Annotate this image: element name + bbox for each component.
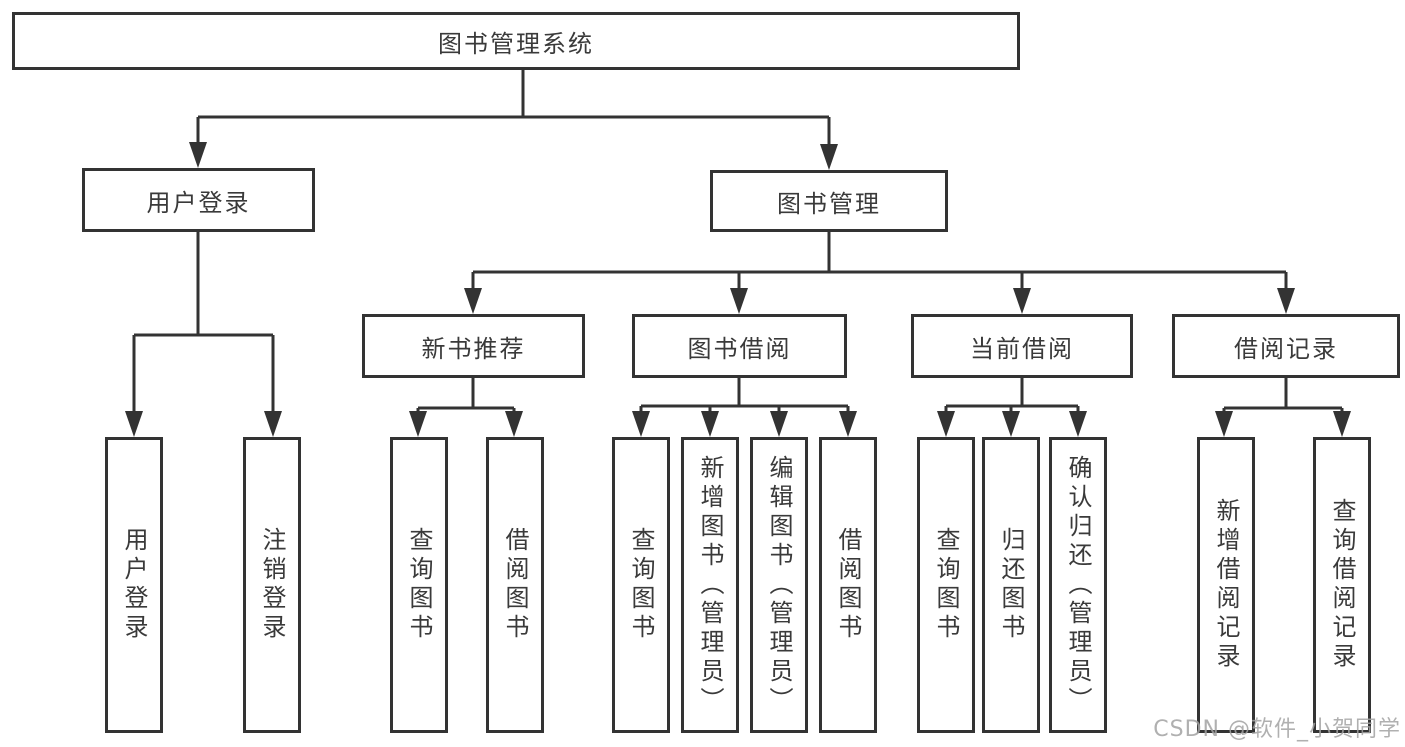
node-new-book-recommendation-label: 新书推荐 [421,334,526,363]
arrowhead-icon [409,411,427,437]
leaf-add-borrow-record-label: 新增借阅记录 [1212,498,1240,672]
arrowhead-icon [730,288,748,314]
connector-records-to-leaves [1222,378,1344,415]
node-current-borrowing: 当前借阅 [911,314,1133,378]
node-root-label: 图书管理系统 [438,29,594,58]
node-book-management: 图书管理 [710,170,948,232]
leaf-query-books-recommend-label: 查询图书 [405,527,433,643]
leaf-add-borrow-record: 新增借阅记录 [1197,437,1255,733]
node-user-login: 用户登录 [82,168,315,232]
arrowhead-icon [770,411,788,437]
connector-newbook-to-leaves [416,378,516,415]
arrowhead-icon [839,411,857,437]
leaf-logout-label: 注销登录 [258,527,286,643]
leaf-add-books-admin-label: 新增图书（管理员） [696,454,724,716]
leaf-return-books-label: 归还图书 [997,527,1025,643]
leaf-add-books-admin: 新增图书（管理员） [681,437,739,733]
connector-userlogin-to-leaves [132,232,275,415]
arrowhead-icon [1069,411,1087,437]
leaf-query-books-borrowing-label: 查询图书 [627,527,655,643]
arrowhead-icon [1215,411,1233,437]
csdn-watermark: CSDN @软件_小贺同学 [1153,717,1401,742]
node-book-borrowing: 图书借阅 [632,314,847,378]
connector-root-to-level2 [196,70,831,148]
leaf-confirm-return-admin: 确认归还（管理员） [1049,437,1107,733]
arrowhead-icon [1277,288,1295,314]
node-user-login-label: 用户登录 [146,188,251,217]
arrowhead-icon [820,144,838,170]
connector-bookmgmt-to-level3 [471,232,1288,292]
node-borrowing-records-label: 借阅记录 [1234,334,1338,363]
leaf-query-books-current: 查询图书 [917,437,975,733]
leaf-borrow-books-recommend: 借阅图书 [486,437,544,733]
leaf-query-books-recommend: 查询图书 [390,437,448,733]
arrowheads [125,142,1351,437]
arrowhead-icon [937,411,955,437]
leaf-borrow-books-recommend-label: 借阅图书 [501,527,529,643]
leaf-user-login-label: 用户登录 [120,527,148,643]
leaf-return-books: 归还图书 [982,437,1040,733]
node-borrowing-records: 借阅记录 [1172,314,1400,378]
connector-borrowing-to-leaves [639,378,850,415]
arrowhead-icon [701,411,719,437]
leaf-borrow-books-borrowing: 借阅图书 [819,437,877,733]
leaf-query-books-current-label: 查询图书 [932,527,960,643]
leaf-query-borrow-record: 查询借阅记录 [1313,437,1371,733]
leaf-query-books-borrowing: 查询图书 [612,437,670,733]
arrowhead-icon [125,411,143,437]
node-root-system: 图书管理系统 [12,12,1020,70]
arrowhead-icon [189,142,207,168]
arrowhead-icon [264,411,282,437]
connector-current-to-leaves [944,378,1080,415]
node-book-borrowing-label: 图书借阅 [687,334,792,363]
arrowhead-icon [464,288,482,314]
leaf-confirm-return-admin-label: 确认归还（管理员） [1064,454,1092,716]
leaf-logout: 注销登录 [243,437,301,733]
leaf-user-login: 用户登录 [105,437,163,733]
arrowhead-icon [632,411,650,437]
arrowhead-icon [1013,288,1031,314]
arrowhead-icon [1333,411,1351,437]
leaf-query-borrow-record-label: 查询借阅记录 [1328,498,1356,672]
leaf-edit-books-admin: 编辑图书（管理员） [750,437,808,733]
node-new-book-recommendation: 新书推荐 [362,314,585,378]
leaf-edit-books-admin-label: 编辑图书（管理员） [765,454,793,716]
leaf-borrow-books-borrowing-label: 借阅图书 [834,527,862,643]
arrowhead-icon [505,411,523,437]
node-current-borrowing-label: 当前借阅 [970,334,1074,363]
node-book-management-label: 图书管理 [777,189,881,218]
arrowhead-icon [1002,411,1020,437]
